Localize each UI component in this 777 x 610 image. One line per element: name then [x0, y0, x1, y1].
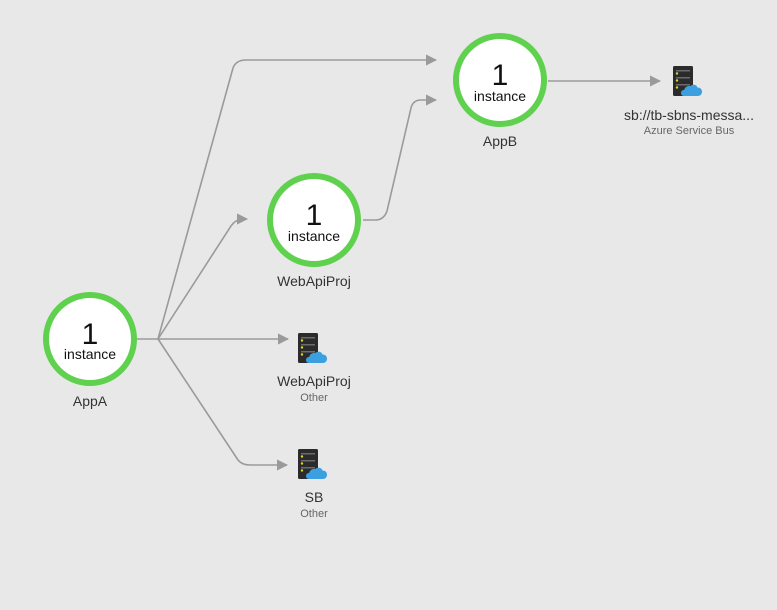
node-label: SB	[305, 489, 324, 505]
node-label: sb://tb-sbns-messa...	[624, 107, 754, 123]
node-appa[interactable]: 1 instance AppA	[43, 292, 137, 409]
server-cloud-icon	[298, 333, 327, 363]
edge-webapiproj-to-appb[interactable]	[363, 94, 438, 221]
edge-appa-to-webapiproj[interactable]	[157, 213, 249, 340]
node-sb-other[interactable]: SB Other	[298, 449, 328, 520]
node-webapiproj-other[interactable]: WebApiProj Other	[277, 333, 351, 404]
health-ring	[453, 33, 547, 127]
instance-count: 1	[82, 318, 99, 351]
edge-appa-to-appb[interactable]	[137, 54, 438, 340]
server-cloud-icon	[673, 66, 702, 96]
node-label: AppA	[73, 393, 108, 409]
node-label: WebApiProj	[277, 273, 351, 289]
health-ring	[267, 173, 361, 267]
node-label: WebApiProj	[277, 373, 351, 389]
node-type: Azure Service Bus	[644, 125, 735, 137]
instance-unit: instance	[474, 88, 526, 104]
health-ring	[43, 292, 137, 386]
edge-appa-to-sb-other[interactable]	[157, 338, 289, 471]
instance-unit: instance	[64, 346, 116, 362]
node-appb[interactable]: 1 instance AppB	[453, 33, 547, 149]
instance-unit: instance	[288, 228, 340, 244]
server-cloud-icon	[298, 449, 327, 479]
instance-count: 1	[492, 59, 509, 92]
node-type: Other	[300, 392, 328, 404]
node-type: Other	[300, 508, 328, 520]
instance-count: 1	[306, 199, 323, 232]
node-label: AppB	[483, 133, 517, 149]
node-webapiproj[interactable]: 1 instance WebApiProj	[267, 173, 361, 289]
node-servicebus[interactable]: sb://tb-sbns-messa... Azure Service Bus	[624, 66, 754, 137]
